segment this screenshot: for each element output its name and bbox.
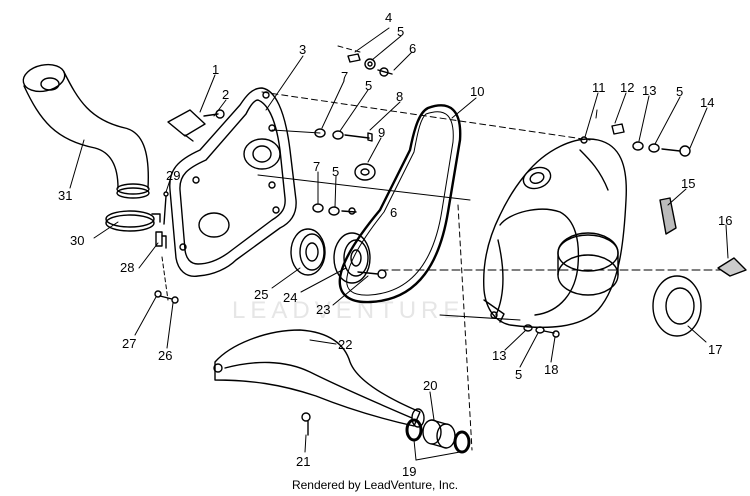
callout-11: 11 [592,80,606,95]
callout-21: 21 [296,454,310,469]
reflector-16 [717,257,747,277]
callout-18: 18 [544,362,558,377]
callout-1: 1 [212,62,219,77]
callout-31: 31 [58,188,72,203]
pin-29 [163,191,169,225]
spacer-washer [354,163,376,181]
fasteners-bottom-right [523,324,560,338]
hose-clamp [105,210,161,232]
bolt-23 [357,269,387,279]
oil-seal [290,228,326,276]
callout-19: 19 [402,464,416,479]
callout-14: 14 [700,95,714,110]
fasteners-lower [312,203,357,216]
outer-cover [482,136,627,329]
callout-13b: 13 [492,348,506,363]
clamp-19-right [453,430,471,454]
callout-6a: 6 [409,41,416,56]
callout-30: 30 [70,233,84,248]
coupler-20 [422,419,456,449]
callout-20: 20 [423,378,437,393]
drive-belt [338,104,462,304]
callout-7b: 7 [313,159,320,174]
fasteners-top [347,53,393,77]
callout-15: 15 [681,176,695,191]
callout-6b: 6 [390,205,397,220]
callout-26: 26 [158,348,172,363]
callout-5a: 5 [397,24,404,39]
callout-22: 22 [338,337,352,352]
callout-12: 12 [620,80,634,95]
callout-7a: 7 [341,69,348,84]
callout-10: 10 [470,84,484,99]
screw-2 [203,109,225,119]
gasket-17 [652,275,702,337]
callout-23: 23 [316,302,330,317]
fastener-27-26 [154,290,179,304]
callout-2: 2 [222,87,229,102]
intake-duct [22,63,150,199]
callout-8: 8 [396,89,403,104]
fasteners-middle [314,128,373,142]
callout-5b: 5 [365,78,372,93]
credit-footer: Rendered by LeadVenture, Inc. [291,478,459,492]
callout-4: 4 [385,10,392,25]
callout-16: 16 [718,213,732,228]
callout-5d: 5 [332,164,339,179]
warning-label-15 [659,197,677,235]
callout-17: 17 [708,342,722,357]
callout-13a: 13 [642,83,656,98]
decal-12 [611,123,625,135]
fasteners-right [632,141,691,157]
screw-21 [301,412,311,436]
leader-lines [69,27,729,461]
callout-5e: 5 [515,367,522,382]
lower-duct [213,329,425,428]
inner-cover-plate [169,87,297,277]
callout-5c: 5 [676,84,683,99]
clip-28 [155,231,167,249]
callout-25: 25 [254,287,268,302]
callout-9: 9 [378,125,385,140]
watermark-text: LEADVENTURE [232,297,464,324]
bearing [333,232,371,284]
clamp-19-left [405,418,423,442]
bracket [167,109,206,142]
callout-3: 3 [299,42,306,57]
callout-29: 29 [166,168,180,183]
callout-27: 27 [122,336,136,351]
callout-24: 24 [283,290,297,305]
callout-28: 28 [120,260,134,275]
